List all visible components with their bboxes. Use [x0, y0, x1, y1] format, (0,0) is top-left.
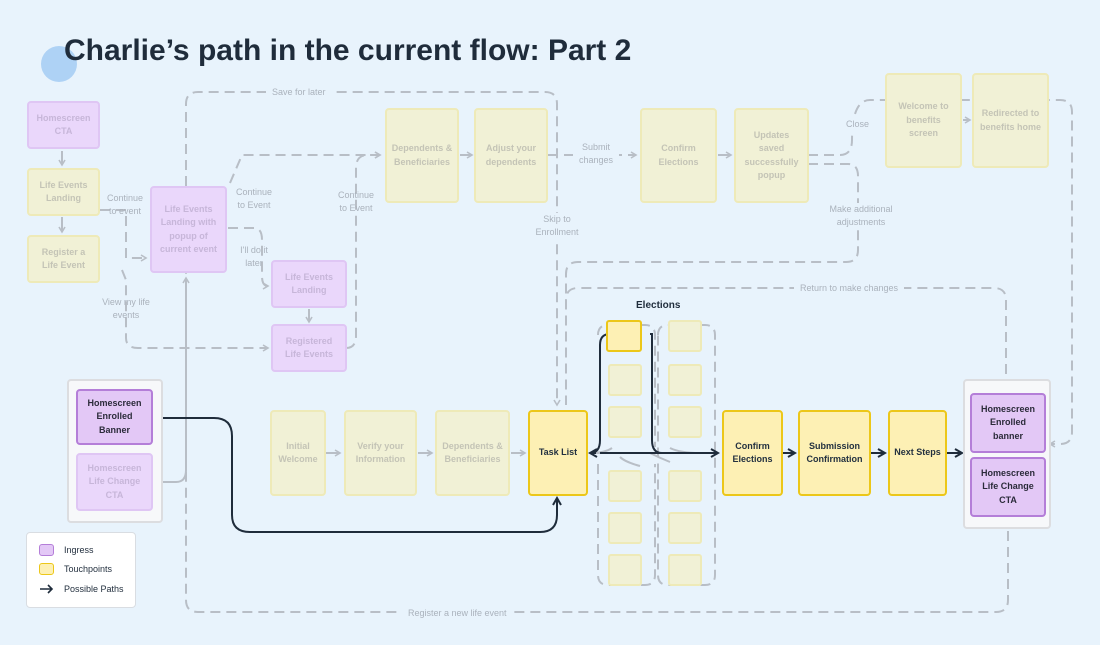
ingress-swatch [39, 544, 54, 556]
welcome-benefits-node[interactable]: Welcome to benefits screen [885, 73, 962, 168]
label-submit-changes: Submit changes [573, 141, 619, 168]
election-item[interactable] [668, 320, 702, 352]
link-updates-to-welcome [808, 99, 1073, 448]
election-item[interactable] [668, 364, 702, 396]
election-item[interactable] [608, 554, 642, 586]
life-change-cta-left-node[interactable]: Homescreen Life Change CTA [76, 453, 153, 511]
election-item[interactable] [608, 364, 642, 396]
legend-possible-paths: Possible Paths [39, 583, 124, 595]
legend-ingress: Ingress [39, 544, 94, 556]
election-item[interactable] [668, 470, 702, 502]
confirm-elections-node[interactable]: Confirm Elections [722, 410, 783, 496]
arrow-right-icon [40, 584, 54, 594]
task-list-node[interactable]: Task List [528, 410, 588, 496]
submission-confirmation-node[interactable]: Submission Confirmation [798, 410, 871, 496]
label-skip-to-enrollment: Skip to Enrollment [531, 213, 583, 240]
election-item[interactable] [668, 406, 702, 438]
link-cta-to-popup [154, 276, 190, 483]
label-continue-to-event-2: Continue to Event [235, 187, 273, 211]
link-continue-to-event [100, 209, 148, 262]
label-register-new-life-event: Register a new life event [402, 607, 513, 621]
election-item[interactable] [608, 470, 642, 502]
adjust-dependents-node[interactable]: Adjust your dependents [474, 108, 548, 203]
path-banner-to-tasklist [155, 417, 557, 533]
election-item-active[interactable] [606, 320, 642, 352]
label-continue-to-event-1: Continue to event [106, 193, 144, 217]
life-events-landing-2-node[interactable]: Life Events Landing [271, 260, 347, 308]
register-life-event-node[interactable]: Register a Life Event [27, 235, 100, 283]
legend-touchpoints: Touchpoints [39, 563, 112, 575]
election-item[interactable] [608, 512, 642, 544]
verify-info-node[interactable]: Verify your Information [344, 410, 417, 496]
enrolled-banner-right-node[interactable]: Homescreen Enrolled banner [970, 393, 1046, 453]
label-return-to-make-changes: Return to make changes [794, 282, 905, 296]
label-ill-do-it-later: I'll do it later [240, 245, 268, 269]
label-make-additional-adjustments: Make additional adjustments [822, 203, 900, 230]
next-steps-node[interactable]: Next Steps [888, 410, 947, 496]
dependents-top-node[interactable]: Dependents & Beneficiaries [385, 108, 459, 203]
redirected-home-node[interactable]: Redirected to benefits home [972, 73, 1049, 168]
life-change-cta-right-node[interactable]: Homescreen Life Change CTA [970, 457, 1046, 517]
updates-saved-node[interactable]: Updates saved successfully popup [734, 108, 809, 203]
life-events-landing-node[interactable]: Life Events Landing [27, 168, 100, 216]
homescreen-cta-node[interactable]: Homescreen CTA [27, 101, 100, 149]
touchpoint-swatch [39, 563, 54, 575]
link-register-new-life-event [182, 248, 1009, 613]
label-close: Close [844, 118, 872, 132]
page-title: Charlie’s path in the current flow: Part… [64, 34, 632, 67]
legend: Ingress Touchpoints Possible Paths [26, 532, 136, 608]
link-registered-to-dependents [345, 151, 382, 349]
registered-life-events-node[interactable]: Registered Life Events [271, 324, 347, 372]
title-accent-circle [41, 46, 77, 82]
link-ill-do-it-later [228, 227, 270, 290]
label-view-my-life-events: View my life events [102, 297, 150, 321]
enrolled-banner-left-node[interactable]: Homescreen Enrolled Banner [76, 389, 153, 445]
label-continue-to-event-3: Continue to Event [337, 190, 375, 214]
save-for-later-loop [185, 91, 561, 407]
election-item[interactable] [608, 406, 642, 438]
initial-welcome-node[interactable]: Initial Welcome [270, 410, 326, 496]
election-item[interactable] [668, 512, 702, 544]
dependents-bottom-node[interactable]: Dependents & Beneficiaries [435, 410, 510, 496]
label-save-for-later: Save for later [266, 86, 332, 100]
link-return-to-make-changes [565, 287, 1007, 390]
path-tasklist-elections-loop [589, 333, 611, 454]
link-view-my-life-events [121, 269, 270, 352]
confirm-elections-top-node[interactable]: Confirm Elections [640, 108, 717, 203]
election-item[interactable] [668, 554, 702, 586]
elections-title: Elections [636, 300, 681, 311]
landing-with-popup-node[interactable]: Life Events Landing with popup of curren… [150, 186, 227, 273]
